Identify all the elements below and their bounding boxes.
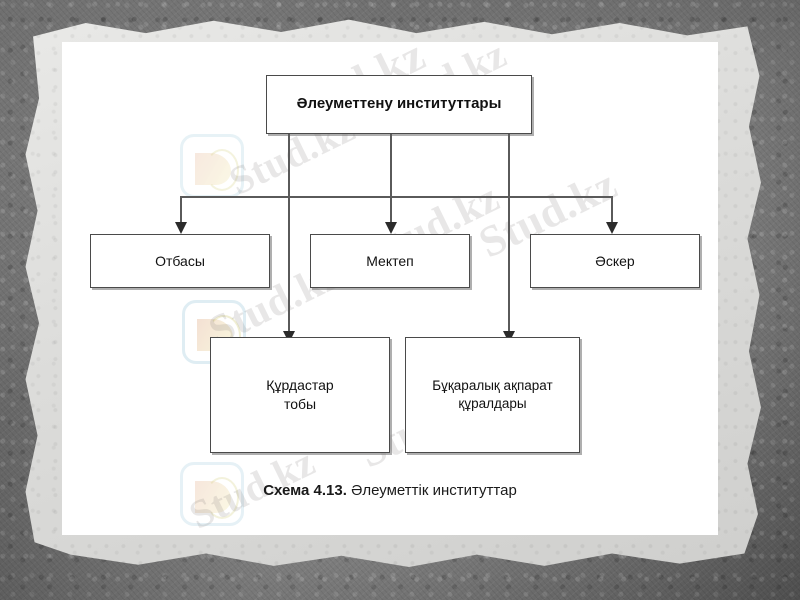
connector-vertical bbox=[180, 196, 182, 230]
node-peer-group[interactable]: Құрдастар тобы bbox=[210, 337, 390, 453]
node-socialization-institutions[interactable]: Әлеуметтену институттары bbox=[266, 75, 532, 134]
figure-caption: Схема 4.13. Әлеуметтік институттар bbox=[62, 482, 718, 499]
arrowhead-icon bbox=[175, 222, 187, 234]
connector-vertical bbox=[288, 134, 290, 339]
connector-vertical bbox=[508, 134, 510, 339]
org-chart: Әлеуметтену институттары Отбасы bbox=[62, 42, 718, 535]
node-mass-media[interactable]: Бұқаралық ақпарат құралдары bbox=[405, 337, 580, 453]
connector-horizontal-bus bbox=[180, 196, 613, 198]
node-mass-media-label: Бұқаралық ақпарат құралдары bbox=[432, 377, 553, 411]
figure-caption-number: Схема 4.13. bbox=[263, 482, 347, 499]
connector-vertical bbox=[611, 196, 613, 230]
node-army[interactable]: Әскер bbox=[530, 234, 700, 288]
diagram-page: Stud.kz Stud.kz - Stud.kz Stud.kz - Stud… bbox=[62, 42, 718, 535]
figure-caption-text: Әлеуметтік институттар bbox=[346, 482, 517, 499]
connector-vertical bbox=[390, 196, 392, 230]
connector-vertical bbox=[390, 134, 392, 196]
arrowhead-icon bbox=[385, 222, 397, 234]
node-school[interactable]: Мектеп bbox=[310, 234, 470, 288]
arrowhead-icon bbox=[606, 222, 618, 234]
node-peer-group-label: Құрдастар тобы bbox=[266, 377, 334, 412]
node-family[interactable]: Отбасы bbox=[90, 234, 270, 288]
